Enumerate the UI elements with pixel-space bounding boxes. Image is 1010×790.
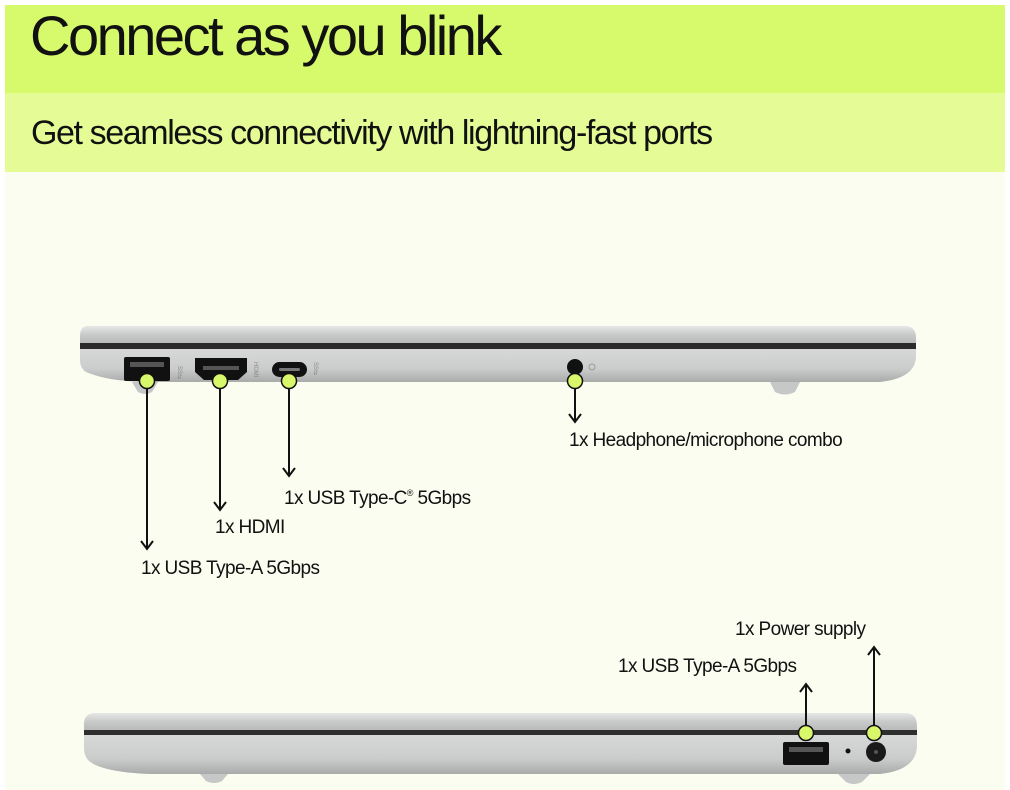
usb-a-etching: SS⇆ [176,366,183,379]
label-usb-c: 1x USB Type-C® 5Gbps [284,482,471,510]
usb-a-port-icon [783,742,829,765]
laptop-right-side [84,713,917,784]
page-subtitle: Get seamless connectivity with lightning… [31,114,713,152]
label-text: 1x USB Type-C [284,488,407,509]
power-port-icon [866,742,886,762]
subtitle-band [5,93,1005,172]
label-speed: 5Gbps [738,656,797,677]
registered-mark: ® [406,488,414,498]
page-title: Connect as you blink [30,4,502,67]
label-text: 1x HDMI [215,517,285,538]
label-headphone-mic: 1x Headphone/microphone combo [569,430,843,452]
label-speed: 5Gbps [412,488,472,509]
marker-usb-c [280,372,298,478]
label-usb-a-right: 1x USB Type-A 5Gbps [618,656,797,678]
label-hdmi: 1x HDMI [215,517,285,539]
power-led-icon [845,748,851,754]
label-text: 1x USB Type-A [618,656,739,677]
hdmi-etching: HDMI [252,362,258,378]
marker-power [865,645,883,742]
marker-usb-a-left [138,372,156,551]
audio-jack-icon [567,359,596,375]
title-band [5,5,1005,93]
label-usb-a-left: 1x USB Type-A 5Gbps [141,558,320,580]
label-text: 1x Power supply [735,619,866,640]
marker-usb-a-right [797,682,815,742]
label-speed: 5Gbps [261,558,320,579]
label-text: 1x USB Type-A [141,558,262,579]
label-text: 1x Headphone/microphone combo [569,430,843,451]
usb-a-port-icon [124,357,170,381]
hdmi-port-icon [195,358,247,380]
marker-hdmi [211,372,229,512]
usb-c-port-icon [272,362,307,377]
marker-audio [566,372,584,424]
usb-c-etching: SS⇆ [312,362,319,375]
ports-stage [5,172,1005,790]
label-power-supply: 1x Power supply [735,619,866,641]
